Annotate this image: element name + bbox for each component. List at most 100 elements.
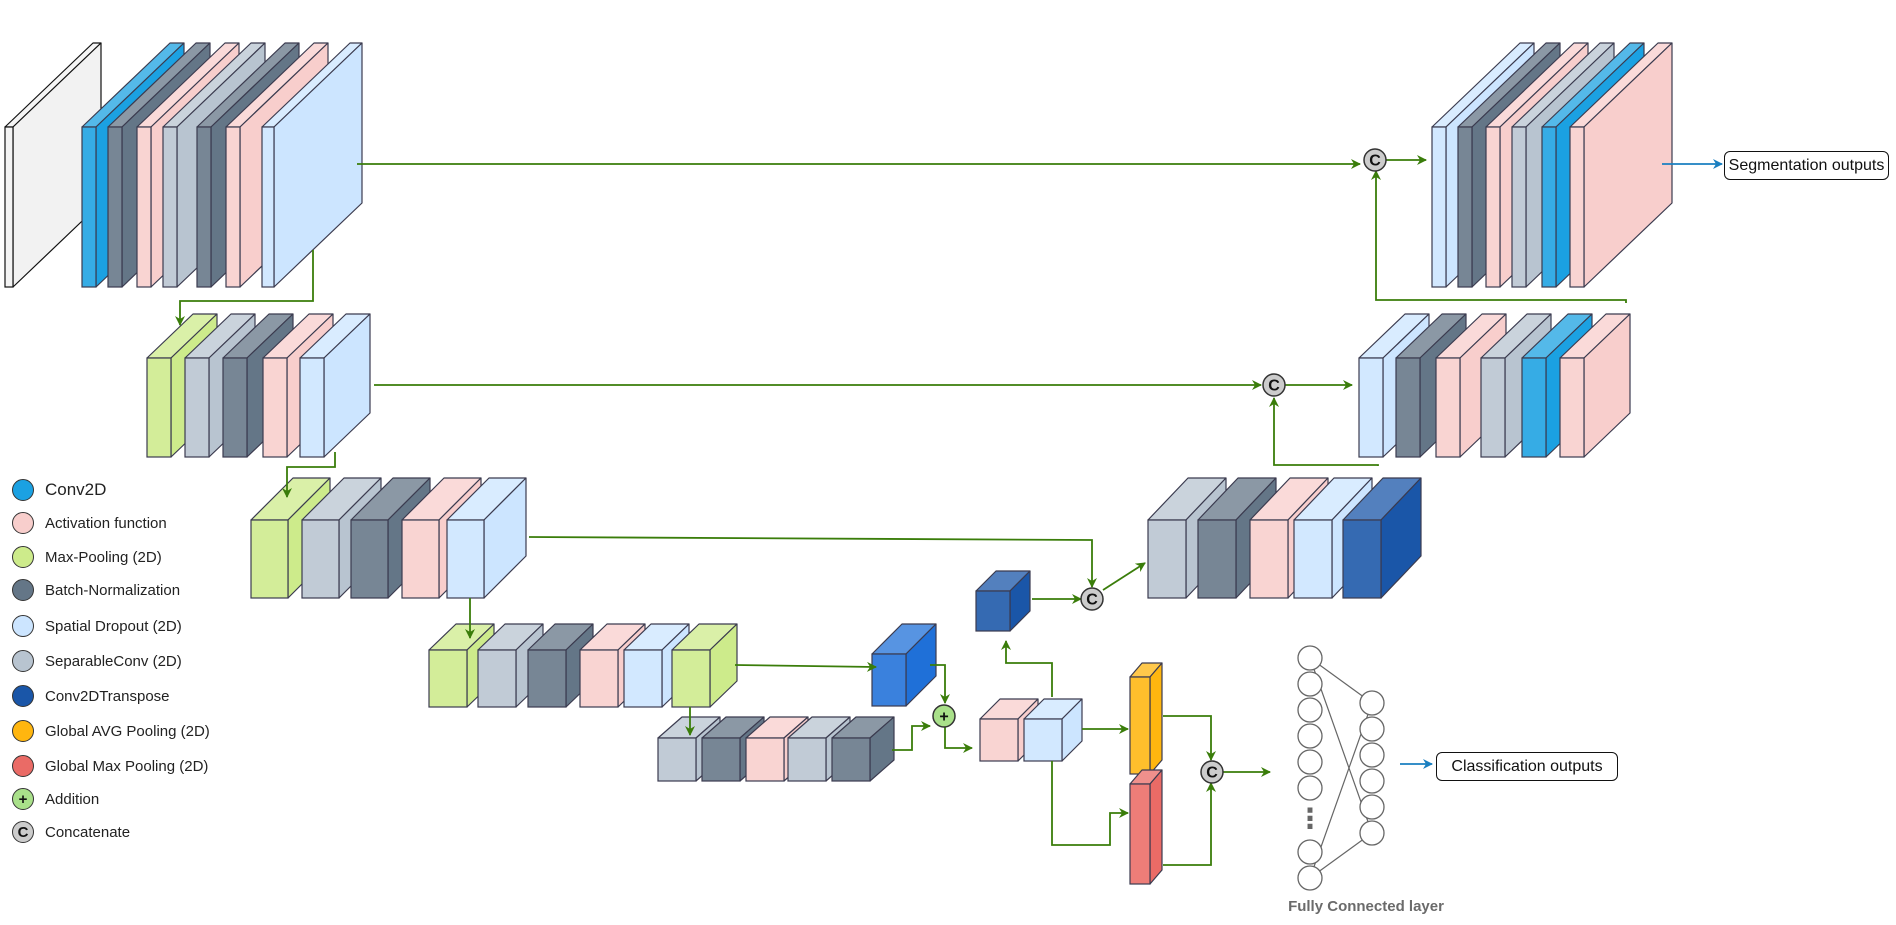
concat3-to-dec3 [1102, 562, 1146, 591]
maxpool-to-concat [1163, 782, 1216, 866]
fc-input-neuron-3 [1297, 723, 1323, 749]
fc-output-neuron-1 [1359, 716, 1385, 742]
operation-nodes: C C C C + [932, 148, 1387, 784]
fc-input-neuron-6 [1297, 839, 1323, 865]
svg-text:C: C [1268, 378, 1280, 395]
legend-item-maxpool_global: Global Max Pooling (2D) [12, 754, 208, 778]
legend-item-addition: + Addition [12, 787, 99, 811]
fc-input-neuron-7 [1297, 865, 1323, 891]
svg-text:+: + [939, 709, 948, 726]
legend-swatch-batchnorm [12, 579, 34, 601]
enc1-dropout-6 [261, 42, 363, 288]
legend-swatch-conv2d [12, 479, 34, 501]
bottleneck-batchnorm-4 [831, 716, 895, 782]
concatenate-node-pooling: C [1200, 760, 1224, 784]
fc-input-neuron-4 [1297, 749, 1323, 775]
svg-text:C: C [1206, 765, 1218, 782]
segmentation-output-box: Segmentation outputs [1724, 151, 1889, 180]
legend-label-conv2dtranspose: Conv2DTranspose [45, 687, 170, 705]
fc-output-neuron-5 [1359, 820, 1385, 846]
legend-label-addition: Addition [45, 790, 100, 808]
fully-connected-label: Fully Connected layer [1288, 898, 1444, 915]
dec2-to-concat1 [1371, 170, 1627, 303]
add-to-center [944, 727, 973, 753]
addition-node: + [932, 704, 956, 728]
dec2-activation-5 [1559, 313, 1631, 458]
svg-text:C: C [1369, 153, 1381, 170]
legend-swatch-maxpool_global [12, 755, 34, 777]
legend-item-sepconv: SeparableConv (2D) [12, 649, 182, 673]
fc-input-neuron-1 [1297, 671, 1323, 697]
legend-symbol-concatenate: C [17, 823, 29, 841]
legend-swatch-activation [12, 512, 34, 534]
dec3-to-concat2 [1269, 397, 1379, 466]
classification-output-label: Classification outputs [1451, 757, 1603, 775]
enc4-maxpool-5 [671, 623, 738, 708]
concatenate-node-level3: C [1080, 587, 1104, 611]
fc-input-neuron-2 [1297, 697, 1323, 723]
fc-output-neuron-3 [1359, 768, 1385, 794]
svg-text:C: C [1086, 592, 1098, 609]
legend-label-dropout: Spatial Dropout (2D) [45, 617, 182, 635]
dec3-conv2dtranspose-4 [1342, 477, 1422, 599]
concatenate-node-level1: C [1363, 148, 1387, 172]
global-max-pool-block [1129, 769, 1163, 885]
skip-connection-level3 [528, 536, 1097, 588]
legend-item-concatenate: C Concatenate [12, 820, 130, 844]
fc-edge-3 [1309, 832, 1373, 879]
global-avg-pool-block [1129, 662, 1163, 775]
legend-swatch-dropout [12, 615, 34, 637]
enc2-dropout-4 [299, 313, 371, 458]
legend-label-sepconv: SeparableConv (2D) [45, 652, 182, 670]
legend-label-activation: Activation function [45, 514, 167, 532]
fc-input-neuron-0 [1297, 645, 1323, 671]
legend-item-batchnorm: Batch-Normalization [12, 578, 180, 602]
center-dropout-block [1023, 698, 1083, 762]
bottleneck-to-add [892, 721, 931, 751]
fc-output-neuron-4 [1359, 794, 1385, 820]
fc-output-neuron-0 [1359, 690, 1385, 716]
fc-input-neuron-5 [1297, 775, 1323, 801]
legend-swatch-avgpool [12, 720, 34, 742]
legend-label-conv2d: Conv2D [45, 480, 107, 499]
layer-blocks [4, 42, 1673, 885]
fully-connected-layer: ⋮ [1296, 645, 1385, 891]
legend-item-avgpool: Global AVG Pooling (2D) [12, 719, 210, 743]
legend-item-maxpool: Max-Pooling (2D) [12, 545, 162, 569]
legend-swatch-addition: + [12, 788, 34, 810]
avgpool-to-concat [1163, 715, 1216, 761]
down-path-2 [282, 452, 336, 498]
conv-to-add [930, 664, 950, 704]
legend-label-concatenate: Concatenate [45, 823, 131, 841]
concatenate-node-level2: C [1262, 373, 1286, 397]
legend-label-maxpool: Max-Pooling (2D) [45, 548, 162, 566]
legend-symbol-addition: + [18, 790, 28, 808]
down-path-1 [175, 250, 314, 326]
legend-swatch-concatenate: C [12, 821, 34, 843]
legend-label-maxpool_global: Global Max Pooling (2D) [45, 757, 209, 775]
input-image-block [4, 42, 102, 288]
center-to-transpose [1001, 640, 1053, 697]
legend-item-conv2d: Conv2D [12, 478, 106, 502]
dec1-activation-5 [1569, 42, 1673, 288]
fc-output-neuron-2 [1359, 742, 1385, 768]
skip-connection-level4 [734, 661, 877, 672]
legend-label-avgpool: Global AVG Pooling (2D) [45, 722, 210, 740]
segmentation-output-label: Segmentation outputs [1728, 156, 1885, 174]
dropout-to-maxpool [1051, 761, 1129, 846]
fc-ellipsis: ⋮ [1296, 803, 1324, 834]
connections [175, 155, 1723, 866]
legend-label-batchnorm: Batch-Normalization [45, 581, 181, 599]
center-conv2d-block [871, 623, 937, 707]
legend-item-conv2dtranspose: Conv2DTranspose [12, 684, 170, 708]
legend-swatch-maxpool [12, 546, 34, 568]
enc3-dropout-4 [446, 477, 527, 599]
upper-conv2dtranspose-block [975, 570, 1031, 632]
legend-item-dropout: Spatial Dropout (2D) [12, 614, 182, 638]
classification-output-box: Classification outputs [1436, 752, 1618, 781]
legend-item-activation: Activation function [12, 511, 167, 535]
legend-swatch-sepconv [12, 650, 34, 672]
legend-swatch-conv2dtranspose [12, 685, 34, 707]
fc-edge-0 [1309, 657, 1373, 704]
